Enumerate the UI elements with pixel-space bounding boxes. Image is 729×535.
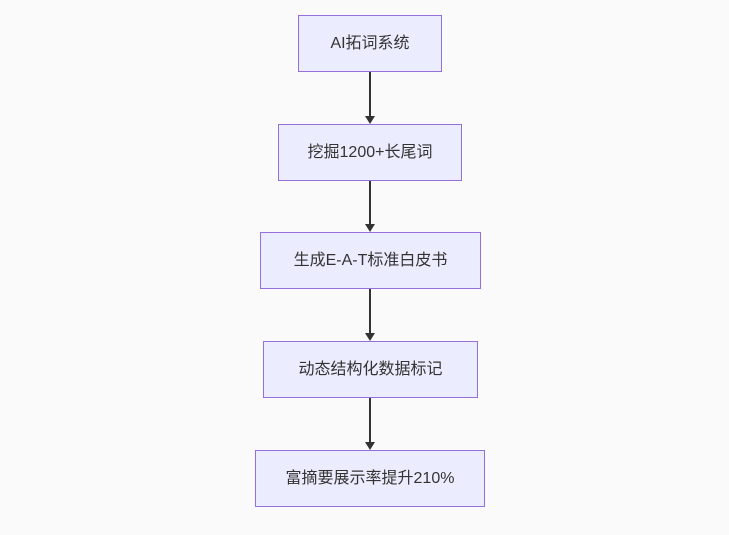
flow-arrow-3 bbox=[365, 289, 375, 341]
arrow-line bbox=[369, 181, 371, 224]
arrow-line bbox=[369, 289, 371, 333]
arrow-line bbox=[369, 398, 371, 442]
node-label: 动态结构化数据标记 bbox=[298, 360, 443, 378]
node-eat-whitepaper: 生成E-A-T标准白皮书 bbox=[260, 232, 481, 289]
node-label: 富摘要展示率提升210% bbox=[285, 469, 455, 487]
node-label: 挖掘1200+长尾词 bbox=[307, 143, 433, 161]
arrow-line bbox=[369, 72, 371, 116]
node-structured-data-markup: 动态结构化数据标记 bbox=[263, 341, 478, 398]
node-ai-expansion-system: AI拓词系统 bbox=[298, 15, 442, 72]
arrow-head-icon bbox=[365, 333, 375, 341]
arrow-head-icon bbox=[365, 224, 375, 232]
node-rich-snippet-rate: 富摘要展示率提升210% bbox=[255, 450, 485, 507]
flow-arrow-1 bbox=[365, 72, 375, 124]
node-label: AI拓词系统 bbox=[330, 34, 410, 52]
flow-arrow-4 bbox=[365, 398, 375, 450]
node-longtail-keyword-mining: 挖掘1200+长尾词 bbox=[278, 124, 462, 181]
arrow-head-icon bbox=[365, 116, 375, 124]
arrow-head-icon bbox=[365, 442, 375, 450]
node-label: 生成E-A-T标准白皮书 bbox=[293, 251, 448, 269]
flow-arrow-2 bbox=[365, 181, 375, 232]
